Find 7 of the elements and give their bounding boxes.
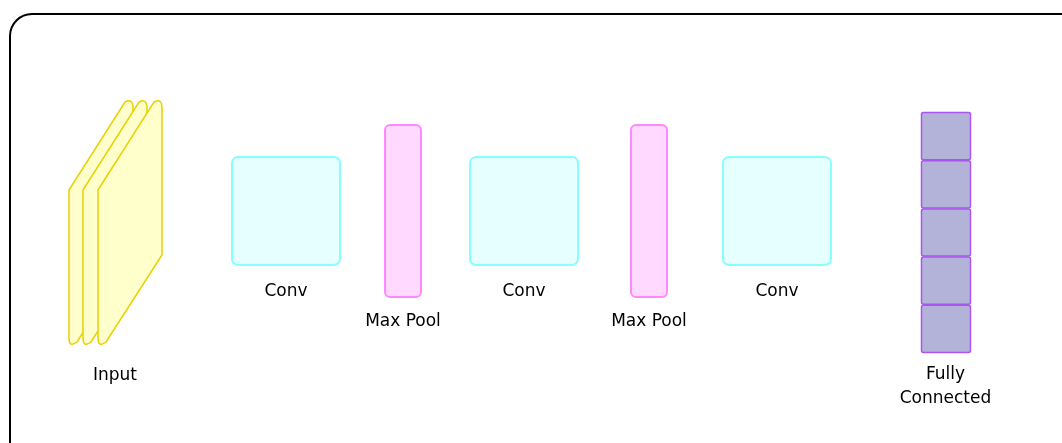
layer-label: Max Pool [364, 309, 442, 332]
layer-label: Fully Connected [898, 362, 993, 409]
layer-label: Input [92, 363, 138, 386]
layer-label: Max Pool [610, 309, 688, 332]
layer-label: Conv [263, 279, 309, 302]
layer-label: Conv [754, 279, 800, 302]
layer-label: Conv [501, 279, 547, 302]
